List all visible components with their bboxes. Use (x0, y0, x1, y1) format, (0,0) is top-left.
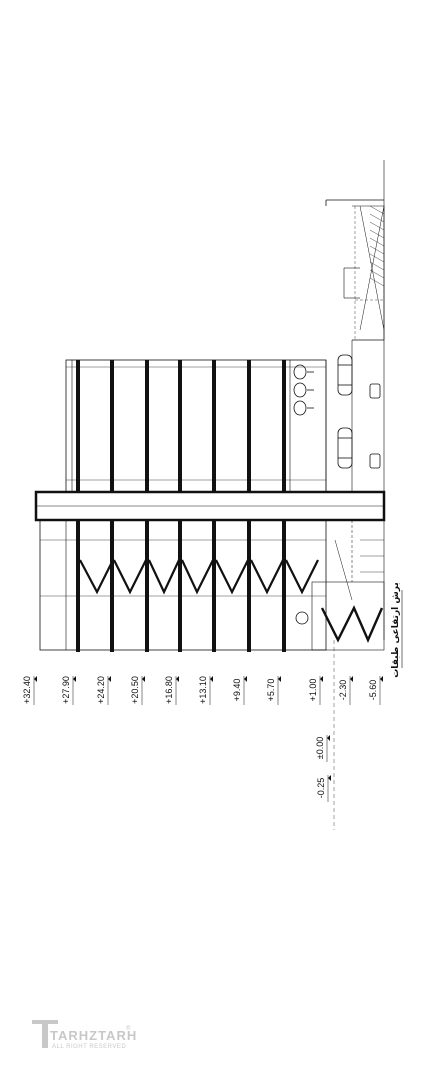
car-icon (337, 427, 353, 469)
car-icon (337, 354, 353, 396)
svg-text:برش ارتفاعی طبقات: برش ارتفاعی طبقات (391, 582, 401, 677)
svg-text:+20.50: +20.50 (130, 676, 140, 704)
svg-text:+1.00: +1.00 (308, 679, 318, 702)
level-marker: +20.50 (130, 676, 140, 704)
brand-watermark: TARHZTARH ALL RIGHT RESERVED ® (32, 1020, 137, 1050)
level-markers: +32.40 +27.90 +24.20 +20.50 +16.80 +13.1… (22, 676, 383, 705)
level-marker: -5.60 (368, 680, 378, 701)
core-band (34, 490, 386, 522)
level-marker: -2.30 (338, 680, 348, 701)
upper-tower-block (65, 359, 327, 493)
level-marker: +24.20 (96, 676, 106, 704)
level-marker: -0.25 (316, 778, 326, 799)
level-marker: +9.40 (232, 679, 242, 702)
level-marker: +13.10 (198, 676, 208, 704)
svg-text:+27.90: +27.90 (61, 676, 71, 704)
ramp-hatch (369, 205, 385, 287)
brand-name: TARHZTARH (50, 1028, 137, 1043)
svg-text:-0.25: -0.25 (316, 778, 326, 799)
svg-text:-2.30: -2.30 (338, 680, 348, 701)
car-front-icon (369, 383, 381, 469)
svg-text:+16.80: +16.80 (164, 676, 174, 704)
svg-text:+13.10: +13.10 (198, 676, 208, 704)
lower-floor-slabs (76, 520, 286, 652)
level-marker: +5.70 (266, 679, 276, 702)
registered-mark: ® (126, 1025, 131, 1032)
level-marker: ±0.00 (315, 737, 325, 759)
drawing-title: برش ارتفاعی طبقات (391, 582, 401, 677)
svg-text:±0.00: ±0.00 (315, 737, 325, 759)
svg-text:-5.60: -5.60 (368, 680, 378, 701)
level-marker: +1.00 (308, 679, 318, 702)
brand-logo-icon (32, 1020, 58, 1048)
stair-zigzags (79, 559, 319, 595)
ground-structure (325, 160, 385, 640)
ground-level-markers: ±0.00 -0.25 (315, 640, 335, 830)
svg-text:+5.70: +5.70 (266, 679, 276, 702)
svg-text:+24.20: +24.20 (96, 676, 106, 704)
lower-block (39, 519, 327, 651)
upper-floor-slabs (76, 360, 286, 492)
svg-text:+32.40: +32.40 (22, 676, 32, 704)
level-marker: +16.80 (164, 676, 174, 704)
basement-stairs (311, 520, 385, 651)
brand-tagline: ALL RIGHT RESERVED (52, 1044, 126, 1050)
level-marker: +27.90 (61, 676, 71, 704)
level-marker: +32.40 (22, 676, 32, 704)
tree-icon (293, 364, 314, 625)
svg-text:+9.40: +9.40 (232, 679, 242, 702)
